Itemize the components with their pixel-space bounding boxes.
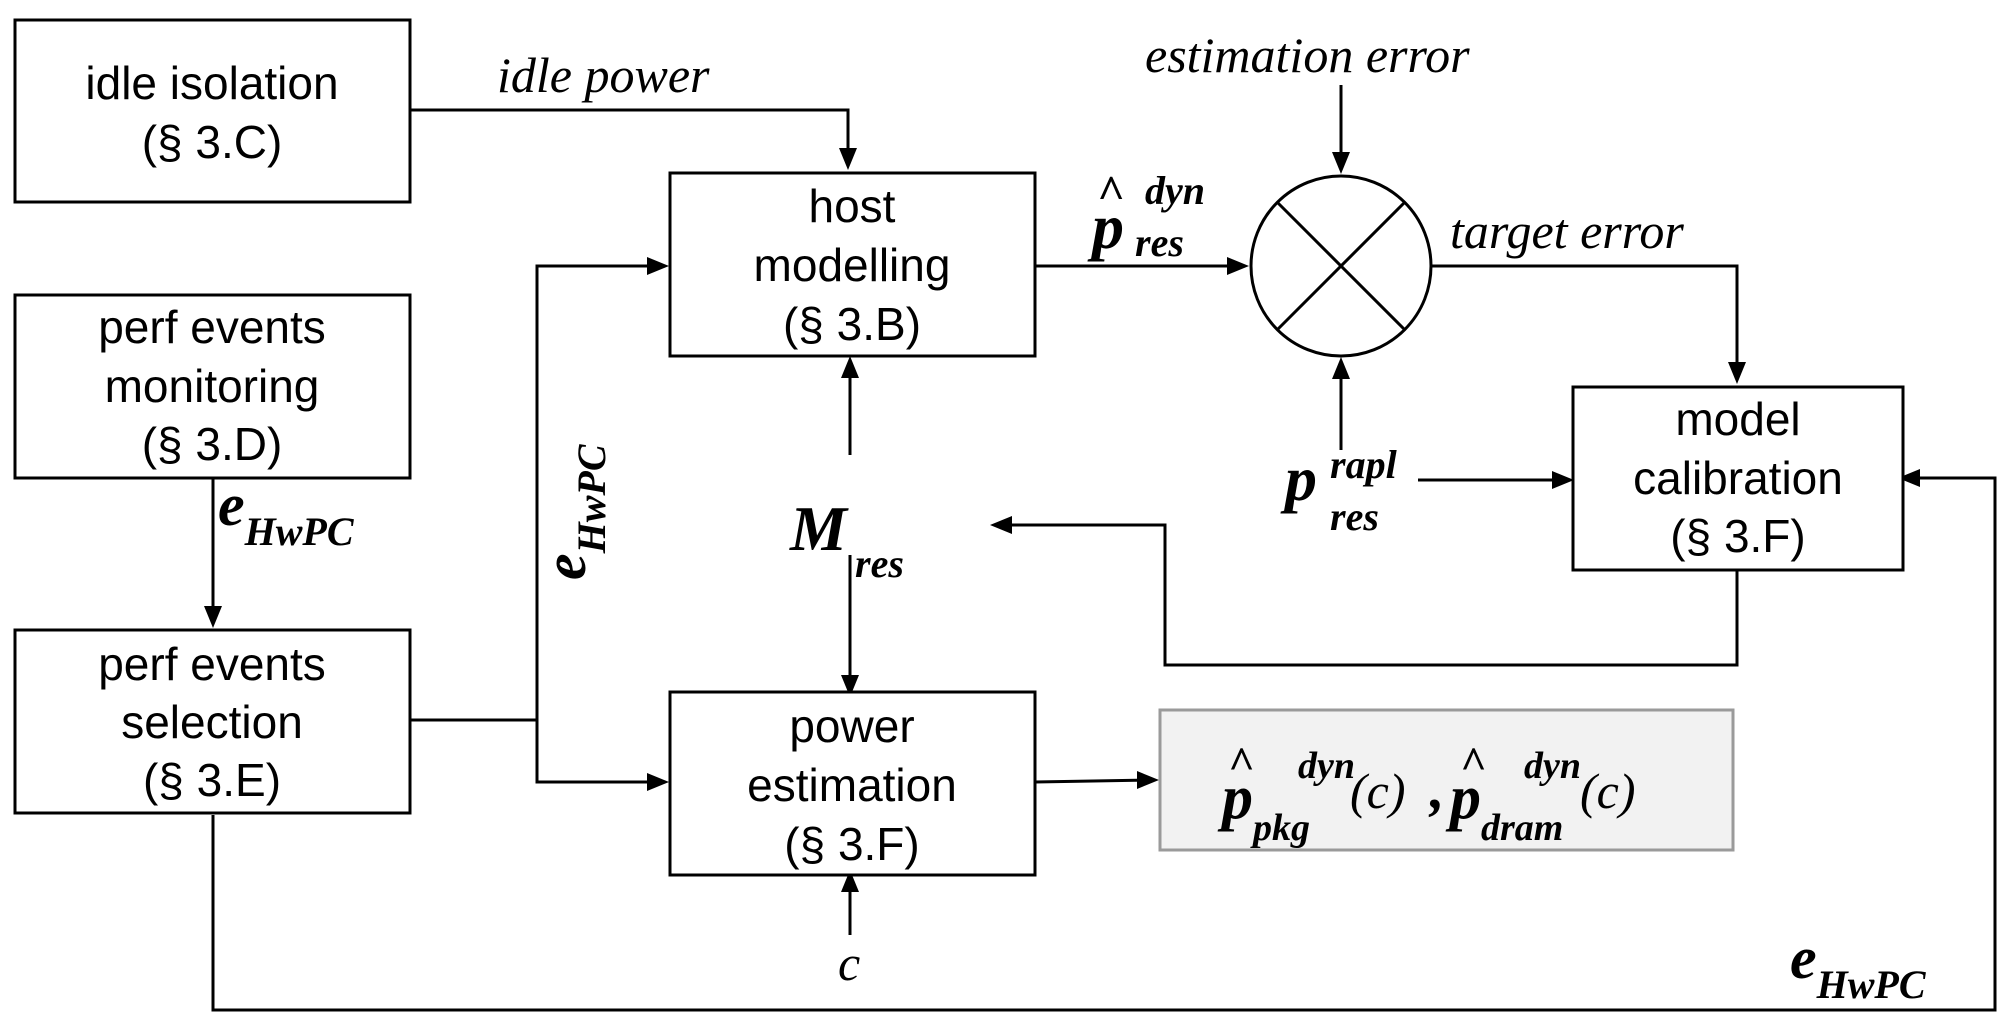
idle-isolation-box: idle isolation (§ 3.C) <box>13 18 412 204</box>
m-res-label: M res <box>789 493 904 586</box>
m-symbol: M <box>789 493 849 564</box>
model-calibration-line1: model <box>1675 393 1800 445</box>
output-p-pkg: ppkg <box>1217 764 1310 849</box>
arrowhead-estimation-bottom <box>841 870 859 892</box>
host-modelling-line2: modelling <box>754 239 951 291</box>
arrowhead-hostmodel-in <box>647 257 669 275</box>
idle-power-wire <box>410 108 852 158</box>
perf-monitoring-line2: monitoring <box>105 360 320 412</box>
power-estimation-box: power estimation (§ 3.F) <box>668 690 1037 877</box>
output-comma: , <box>1428 756 1445 821</box>
power-estimation-line2: estimation <box>747 759 957 811</box>
estimation-to-output-wire <box>1034 778 1154 784</box>
comparator-symbol <box>1249 174 1433 358</box>
perf-selection-line1: perf events <box>98 638 326 690</box>
arrowhead-selection-in <box>204 606 222 628</box>
arrowhead-comparator-bottom <box>1332 357 1350 379</box>
perf-monitoring-line1: perf events <box>98 301 326 353</box>
model-calibration-line2: calibration <box>1633 452 1843 504</box>
model-calibration-box: model calibration (§ 3.F) <box>1571 385 1905 572</box>
host-modelling-box: host modelling (§ 3.B) <box>668 171 1037 358</box>
arrowhead-estimation-in <box>647 773 669 791</box>
host-modelling-line1: host <box>809 180 896 232</box>
p-hat-caret: ^ <box>1097 166 1124 219</box>
arrowheads <box>204 148 1920 892</box>
p-res-subscript: res <box>1330 494 1379 539</box>
output-arg-c-dram: (c) <box>1580 763 1636 819</box>
arrowhead-comparator-left <box>1227 257 1249 275</box>
p-hat-res-dyn-label: p ^ dyn res <box>1087 166 1205 265</box>
arrowhead-comparator-top <box>1332 152 1350 174</box>
arrowhead-idle-power <box>839 148 857 170</box>
perf-monitoring-section: (§ 3.D) <box>142 418 283 470</box>
arrowhead-mres <box>990 516 1012 534</box>
p-hat-dyn-superscript: dyn <box>1145 168 1205 213</box>
idle-isolation-title: idle isolation <box>85 57 338 109</box>
p-res-rapl-label: p rapl res <box>1280 442 1398 539</box>
m-res-subscript: res <box>855 541 904 586</box>
estimation-error-label: estimation error <box>1145 27 1470 83</box>
arrowhead-calibration-top <box>1728 362 1746 384</box>
perf-monitoring-box: perf events monitoring (§ 3.D) <box>13 293 412 480</box>
perf-selection-line2: selection <box>121 696 303 748</box>
output-hat-dram: ^ <box>1460 737 1486 788</box>
arrowhead-estimation-top <box>841 675 859 697</box>
idle-isolation-section: (§ 3.C) <box>142 116 283 168</box>
perf-selection-box: perf events selection (§ 3.E) <box>13 628 412 815</box>
target-error-label: target error <box>1450 203 1684 259</box>
e-hwpc-label-vertical: eHwPC <box>532 443 614 580</box>
perf-selection-section: (§ 3.E) <box>143 754 281 806</box>
p-rapl-superscript: rapl <box>1330 442 1398 487</box>
arrowhead-calibration-left <box>1552 471 1574 489</box>
arrowhead-hostmodel-bottom <box>841 356 859 378</box>
output-dyn-pkg: dyn <box>1298 745 1355 787</box>
target-error-wire <box>1430 264 1739 370</box>
calibration-feedback-wire <box>995 523 1739 667</box>
e-hwpc-label-feedback: eHwPC <box>1790 925 1927 1007</box>
selection-to-models-wire <box>410 264 665 722</box>
e-hwpc-label-monitoring: eHwPC <box>218 472 355 554</box>
host-modelling-section: (§ 3.B) <box>783 298 921 350</box>
output-p-dram: pdram <box>1445 764 1563 849</box>
output-hat-pkg: ^ <box>1228 737 1254 788</box>
p-hat-symbol: p <box>1087 191 1124 262</box>
c-input-label: c <box>838 935 860 991</box>
arrowhead-output <box>1137 771 1159 789</box>
model-calibration-section: (§ 3.F) <box>1670 510 1805 562</box>
power-estimation-line1: power <box>789 700 914 752</box>
output-dyn-dram: dyn <box>1524 745 1581 787</box>
hwpc-feedback-wire <box>211 476 1997 1012</box>
output-arg-c-pkg: (c) <box>1350 763 1406 819</box>
selection-to-estimation-wire <box>535 720 665 784</box>
p-hat-res-subscript: res <box>1135 220 1184 265</box>
power-output-box: ppkg ^ dyn (c) , pdram ^ dyn (c) <box>1158 708 1735 852</box>
idle-power-label: idle power <box>497 47 710 103</box>
power-estimation-section: (§ 3.F) <box>784 818 919 870</box>
arrowhead-calibration-right <box>1898 469 1920 487</box>
p-rapl-symbol: p <box>1280 443 1317 514</box>
